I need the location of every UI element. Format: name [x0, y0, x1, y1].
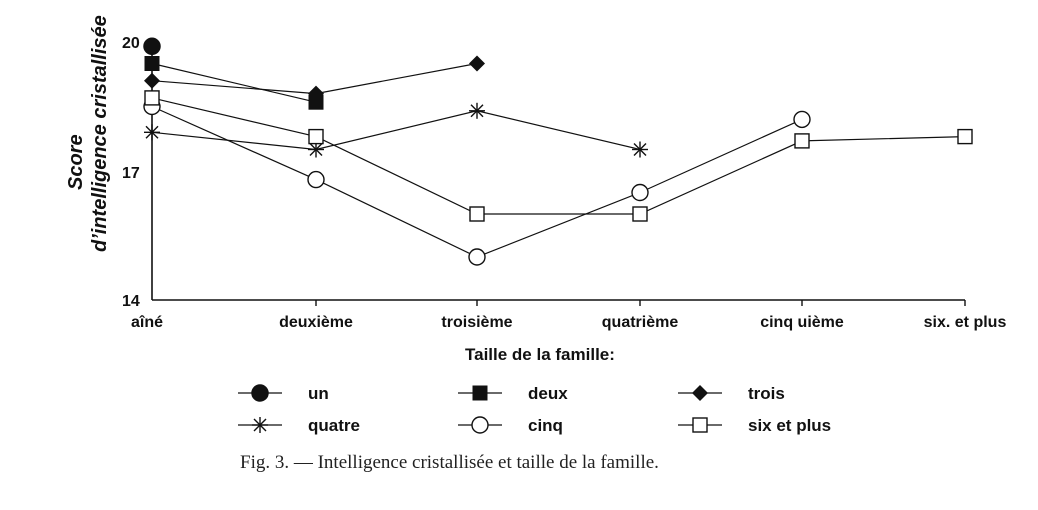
legend-item: six et plus — [678, 416, 831, 435]
series-six-et-plus — [144, 90, 973, 222]
legend-item: trois — [678, 384, 785, 403]
legend-marker-shape — [692, 417, 708, 433]
y-axis-title: d’intelligence cristallisée — [89, 15, 111, 252]
x-tick-label: quatrième — [602, 314, 679, 331]
x-tick-label: deuxième — [279, 314, 353, 331]
data-point-shape — [307, 170, 325, 189]
y-axis-title: Score — [65, 134, 87, 190]
legend-marker — [252, 417, 268, 433]
legend-label: un — [308, 384, 329, 403]
data-point — [143, 37, 161, 56]
legend-marker-shape — [471, 416, 489, 434]
y-tick-label: 20 — [122, 35, 140, 52]
legend-item: cinq — [458, 416, 563, 435]
legend-marker-shape — [251, 384, 269, 402]
data-point — [308, 85, 324, 102]
x-ticks — [315, 300, 966, 306]
data-point-stroke — [633, 143, 647, 156]
x-axis-title: Taille de la famille: — [465, 345, 615, 364]
legend-label: quatre — [308, 416, 360, 435]
legend-marker — [471, 416, 489, 434]
data-point-shape — [957, 128, 973, 145]
legend: un deux trois quatre cinq six et plus — [238, 384, 831, 435]
x-tick-label: aîné — [131, 314, 163, 331]
series-line — [151, 105, 803, 258]
data-point-shape — [468, 248, 486, 266]
legend-label: six et plus — [748, 416, 831, 435]
y-tick-label: 14 — [122, 293, 140, 310]
series-deux — [144, 56, 324, 110]
series-line — [151, 110, 641, 151]
legend-marker — [692, 385, 708, 401]
data-point-shape — [469, 206, 485, 222]
data-point — [793, 110, 811, 129]
x-tick-label: troisième — [441, 314, 512, 331]
series-layer — [143, 37, 973, 266]
legend-marker — [251, 384, 269, 402]
data-point — [307, 170, 325, 189]
legend-label: cinq — [528, 416, 563, 435]
series-line — [151, 62, 317, 103]
data-point-shape — [144, 72, 160, 89]
data-point-shape — [794, 133, 810, 149]
series-un — [143, 37, 161, 56]
data-point-shape — [308, 85, 324, 102]
data-point-shape — [144, 90, 160, 106]
data-point — [144, 56, 160, 71]
data-point — [957, 128, 973, 145]
data-point — [144, 90, 160, 106]
legend-marker-stroke — [253, 418, 267, 432]
data-point — [469, 55, 485, 72]
legend-item: un — [238, 384, 329, 403]
data-point-shape — [308, 94, 324, 110]
data-point-shape — [469, 55, 485, 72]
data-point-shape — [632, 206, 648, 222]
legend-marker-shape — [472, 385, 488, 401]
data-point — [468, 248, 486, 266]
legend-marker — [472, 385, 488, 401]
data-point — [144, 72, 160, 89]
legend-label: trois — [748, 384, 785, 403]
y-tick-label: 17 — [122, 165, 140, 182]
data-point — [308, 128, 324, 145]
x-tick-labels: aîné deuxième troisième quatrième cinq uième… — [131, 314, 1006, 331]
x-tick-label: cinq uième — [760, 314, 844, 331]
data-point-shape — [308, 128, 324, 145]
data-point — [632, 206, 648, 222]
data-point — [469, 206, 485, 222]
data-point — [308, 94, 324, 110]
data-point-shape — [143, 37, 161, 56]
data-point — [632, 141, 648, 158]
data-point — [469, 102, 485, 119]
data-point-stroke — [470, 104, 484, 118]
legend-marker-shape — [692, 385, 708, 401]
data-point-shape — [631, 183, 649, 202]
data-point — [631, 183, 649, 202]
data-point-shape — [144, 56, 160, 71]
data-point-stroke — [309, 143, 323, 156]
legend-item: quatre — [238, 416, 360, 435]
legend-label: deux — [528, 384, 568, 403]
data-point-shape — [793, 110, 811, 129]
figure-caption: Fig. 3. — Intelligence cristallisée et t… — [240, 452, 659, 473]
series-trois — [144, 55, 485, 102]
legend-item: deux — [458, 384, 568, 403]
legend-marker — [692, 417, 708, 433]
series-quatre — [144, 102, 648, 158]
series-line — [151, 97, 966, 215]
data-point — [144, 124, 160, 141]
data-point-stroke — [145, 125, 159, 139]
x-tick-label: six. et plus — [924, 314, 1007, 331]
axes: 20 17 14 — [122, 35, 965, 310]
data-point — [794, 133, 810, 149]
